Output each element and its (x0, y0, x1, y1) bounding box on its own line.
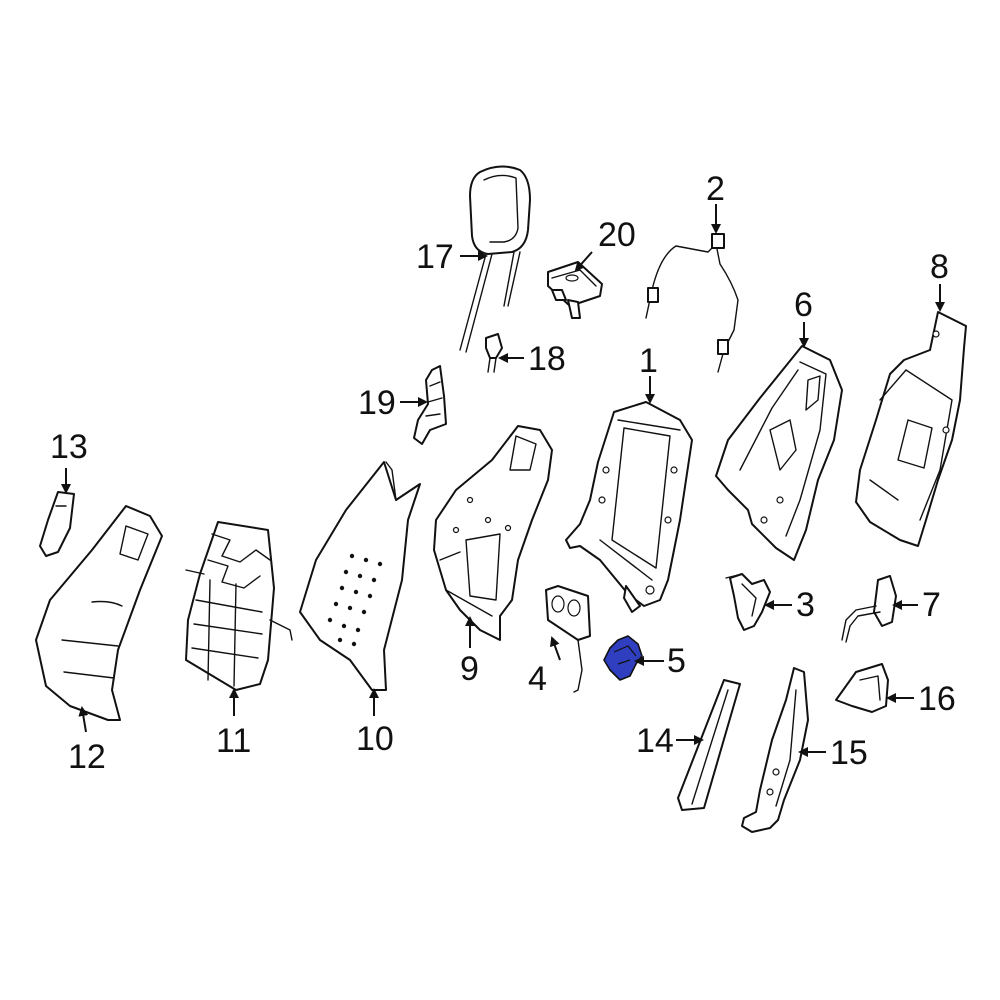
seat-back-frame-part[interactable] (565, 401, 693, 613)
lumbar-actuator-part[interactable] (725, 573, 771, 631)
leader-4 (550, 636, 561, 661)
side-trim-strip-part[interactable] (677, 679, 741, 811)
callout-19: 19 (358, 384, 396, 422)
callout-10: 10 (356, 720, 394, 758)
callout-leaders (61, 204, 945, 757)
callout-1: 1 (639, 342, 658, 380)
callout-2: 2 (706, 170, 725, 208)
trim-cap-part[interactable] (835, 663, 889, 713)
callout-20: 20 (598, 216, 636, 254)
seat-back-shell-part[interactable] (433, 425, 553, 641)
callout-14: 14 (636, 722, 674, 760)
perforated-back-panel-part[interactable] (299, 461, 421, 691)
side-panel-part[interactable] (741, 667, 809, 833)
latch-plate-part[interactable] (545, 585, 591, 693)
rear-panel-part[interactable] (855, 311, 967, 547)
push-pin-part[interactable] (485, 333, 503, 373)
wire-harness-part[interactable] (645, 233, 739, 373)
lumbar-support-frame-part[interactable] (185, 521, 293, 691)
release-lever-part[interactable] (841, 575, 897, 643)
leader-20 (574, 251, 593, 272)
callout-18: 18 (528, 340, 566, 378)
callout-6: 6 (794, 286, 813, 324)
callout-7: 7 (922, 586, 941, 624)
callout-4: 4 (528, 660, 547, 698)
side-pad-part[interactable] (39, 491, 75, 557)
callout-5: 5 (667, 642, 686, 680)
headrest-part[interactable] (459, 165, 531, 353)
callout-16: 16 (918, 680, 956, 718)
callout-3: 3 (796, 586, 815, 624)
side-bracket-part[interactable] (413, 365, 447, 445)
back-cover-part[interactable] (715, 345, 843, 561)
callout-12: 12 (68, 738, 106, 776)
seat-switch-part[interactable] (603, 635, 643, 681)
callout-17: 17 (416, 238, 454, 276)
callout-labels: 1 2 3 4 5 6 7 8 9 10 11 12 13 14 15 16 1… (50, 170, 956, 776)
callout-9: 9 (460, 650, 479, 688)
callout-13: 13 (50, 428, 88, 466)
guide-clip-part[interactable] (547, 261, 603, 319)
callout-8: 8 (930, 248, 949, 286)
callout-11: 11 (216, 722, 251, 760)
seat-back-cover-part[interactable] (35, 505, 163, 721)
leader-12 (78, 706, 89, 733)
callout-15: 15 (830, 734, 868, 772)
